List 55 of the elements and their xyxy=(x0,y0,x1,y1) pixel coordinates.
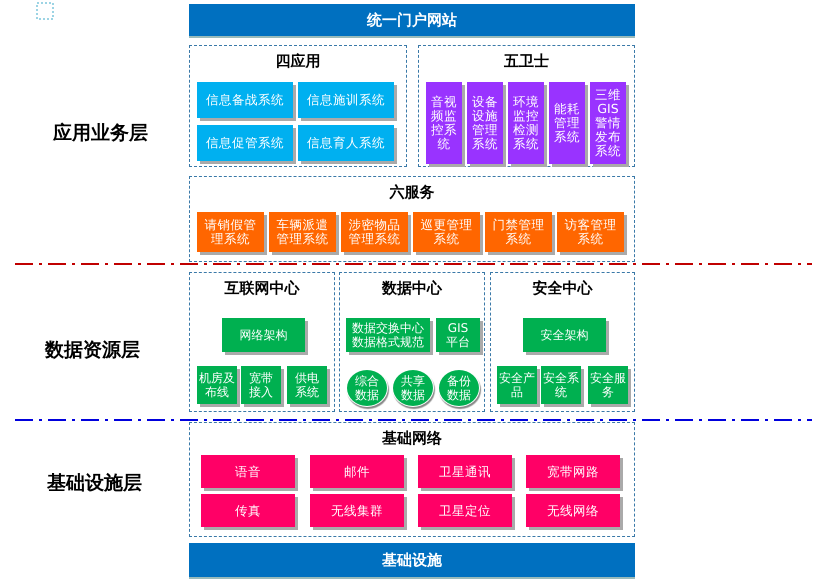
group-panel xyxy=(418,45,635,167)
system-box: 环境监控检测系统 xyxy=(508,82,544,164)
layer-label: 基础设施层 xyxy=(47,471,142,496)
system-box: 信息备战系统 xyxy=(197,82,293,118)
system-box: 网络架构 xyxy=(222,318,305,352)
group-title: 互联网中心 xyxy=(224,279,301,298)
group-panel xyxy=(339,272,485,412)
system-box: 供电系统 xyxy=(287,366,327,404)
system-box: 无线网络 xyxy=(526,494,620,527)
data-ellipse: 共享数据 xyxy=(392,369,434,407)
system-box: 安全产品 xyxy=(497,366,537,404)
system-box: GIS平台 xyxy=(436,318,480,352)
system-box: 卫星通讯 xyxy=(418,455,512,488)
system-box: 车辆派遣管理系统 xyxy=(269,212,336,252)
system-box: 邮件 xyxy=(310,455,404,488)
system-box: 安全服务 xyxy=(588,366,628,404)
system-box: 宽带接入 xyxy=(241,366,281,404)
system-box: 涉密物品管理系统 xyxy=(341,212,408,252)
group-panel xyxy=(490,272,635,412)
group-title: 五卫士 xyxy=(503,52,550,71)
group-panel xyxy=(189,176,635,262)
system-box: 请销假管理系统 xyxy=(197,212,264,252)
data-ellipse: 备份数据 xyxy=(438,369,480,407)
banner-bar: 基础设施 xyxy=(189,543,635,577)
system-box: 音视频监控系统 xyxy=(426,82,462,164)
system-box: 宽带网路 xyxy=(526,455,620,488)
system-box: 信息促管系统 xyxy=(197,125,293,161)
data-ellipse: 综合数据 xyxy=(346,369,388,407)
system-box: 访客管理系统 xyxy=(557,212,624,252)
layer-label: 数据资源层 xyxy=(45,338,140,363)
group-panel xyxy=(189,422,635,537)
group-title: 六服务 xyxy=(388,183,436,202)
system-box: 能耗管理系统 xyxy=(549,82,585,164)
group-title: 安全中心 xyxy=(532,279,594,298)
system-box: 三维GIS警情发布系统 xyxy=(590,82,626,164)
group-title: 数据中心 xyxy=(380,279,444,298)
group-panel xyxy=(189,45,407,167)
group-title: 基础网络 xyxy=(381,429,443,448)
system-box: 巡更管理系统 xyxy=(413,212,480,252)
system-box: 安全系统 xyxy=(541,366,581,404)
system-box: 传真 xyxy=(201,494,295,527)
system-box: 无线集群 xyxy=(310,494,404,527)
system-box: 信息育人系统 xyxy=(298,125,394,161)
system-box: 机房及布线 xyxy=(197,366,237,404)
system-box: 信息施训系统 xyxy=(298,82,394,118)
system-box: 安全架构 xyxy=(523,318,606,352)
group-panel xyxy=(189,272,335,412)
banner-bar: 统一门户网站 xyxy=(189,4,635,36)
layer-label: 应用业务层 xyxy=(53,121,148,146)
system-box: 卫星定位 xyxy=(418,494,512,527)
system-box: 语音 xyxy=(201,455,295,488)
system-box: 门禁管理系统 xyxy=(485,212,552,252)
system-box: 数据交换中心数据格式规范 xyxy=(346,318,430,352)
group-title: 四应用 xyxy=(274,52,322,71)
system-box: 设备设施管理系统 xyxy=(467,82,503,164)
